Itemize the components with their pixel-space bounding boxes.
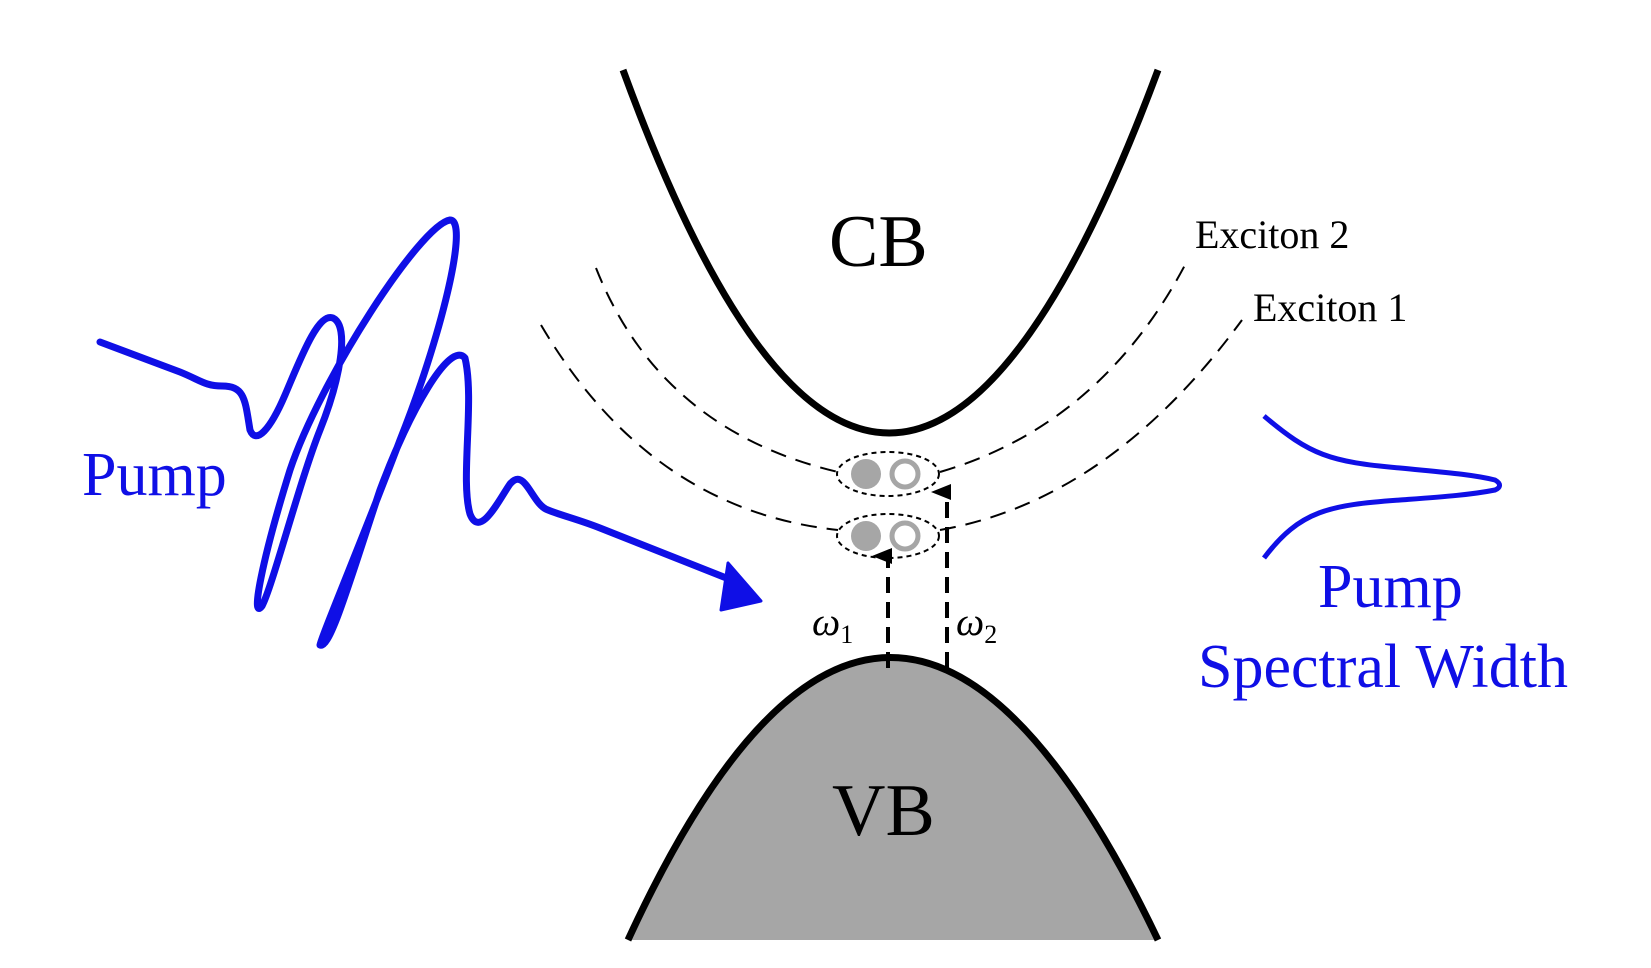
valence-band-edge (624, 654, 1162, 942)
exciton-1-pair (836, 513, 940, 559)
exciton-2-pair (836, 451, 940, 497)
pump-arrowhead (719, 561, 763, 612)
pump-label: Pump (82, 441, 227, 509)
exciton-1-dispersion (540, 319, 1243, 531)
hole-icon (889, 458, 921, 490)
pump-pulse-waveform (96, 216, 748, 649)
omega-2-label: ω2 (956, 602, 997, 648)
omega-1-label: ω1 (812, 602, 853, 648)
omega-2-subscript: 2 (984, 620, 998, 649)
exciton-1-label: Exciton 1 (1253, 285, 1408, 330)
conduction-band-edge (619, 68, 1162, 437)
valence-band-label: VB (832, 770, 935, 852)
hole-icon (889, 520, 921, 552)
pump-spectral-width-curve (1262, 414, 1502, 560)
exciton-2-dispersion (595, 264, 1186, 473)
pump-spectral-width-label-line2: Spectral Width (1198, 633, 1569, 701)
electron-icon (851, 459, 881, 489)
omega-symbol: ω (812, 599, 841, 644)
conduction-band-label: CB (829, 201, 928, 283)
pump-spectral-width-label-line1: Pump (1318, 553, 1463, 621)
omega-1-subscript: 1 (840, 620, 854, 649)
exciton-2-label: Exciton 2 (1195, 212, 1350, 257)
electron-icon (851, 521, 881, 551)
omega-symbol: ω (956, 599, 985, 644)
